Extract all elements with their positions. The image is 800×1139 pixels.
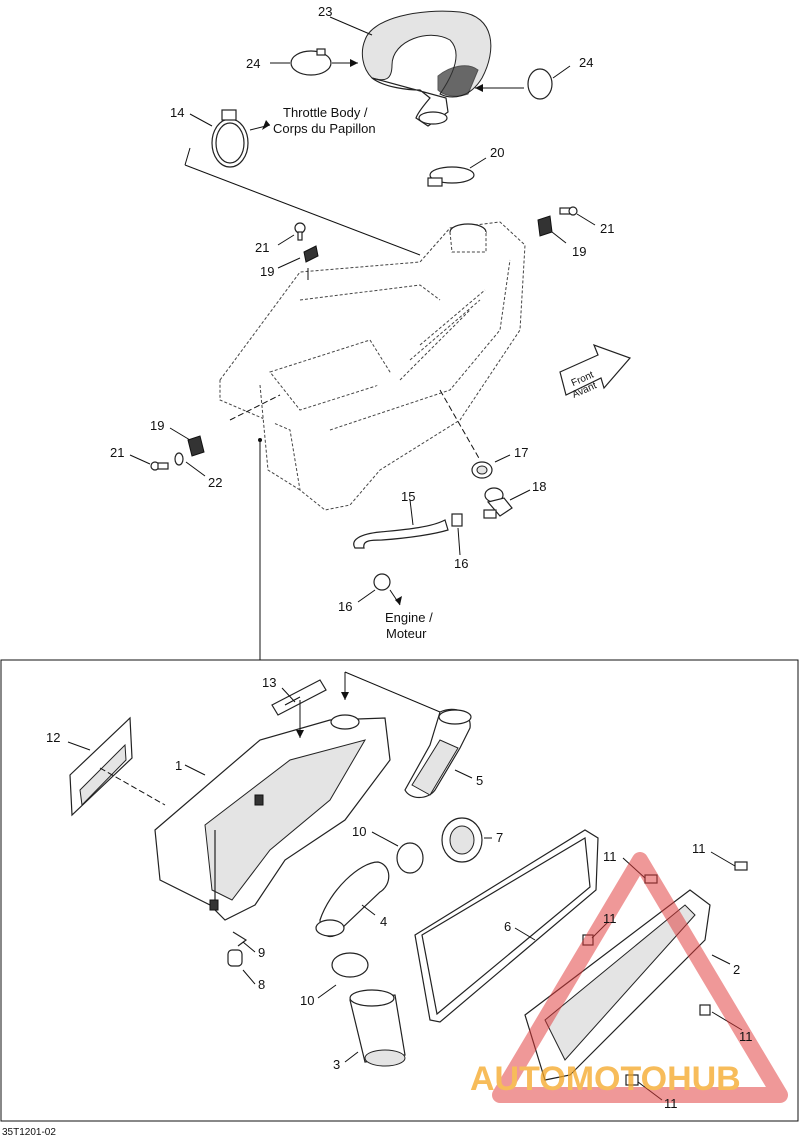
watermark: AUTOMOTOHUB [470, 852, 788, 1103]
part-19-nut-upper-left [303, 245, 319, 263]
front-direction-arrow: Front Avant [559, 343, 632, 401]
callout-21-upper-left: 21 [255, 240, 269, 255]
callout-24-right: 24 [579, 55, 593, 70]
callout-10-upper: 10 [352, 824, 366, 839]
part-12-plate [69, 716, 133, 817]
callout-11-b: 11 [692, 841, 706, 856]
part-16-clamp-lower [373, 573, 391, 591]
engine-label-line1: Engine / [385, 610, 433, 625]
callout-19-upper-right: 19 [572, 244, 586, 259]
part-6-gasket [414, 829, 599, 1023]
callout-numbers-bottom: 13 12 1 5 10 7 4 9 8 10 3 6 11 11 11 2 1… [46, 675, 753, 1111]
callout-7: 7 [496, 830, 503, 845]
engine-label-line2: Moteur [386, 626, 427, 641]
part-5-tube [404, 708, 472, 799]
figure-code: 35T1201-02 [2, 1127, 56, 1138]
part-18-elbow-fitting [483, 487, 513, 519]
callout-12: 12 [46, 730, 60, 745]
part-13-label [271, 679, 327, 716]
callout-9: 9 [258, 945, 265, 960]
callout-16-lower: 16 [338, 599, 352, 614]
callout-21-lower-left: 21 [110, 445, 124, 460]
part-21-screw-upper-left [294, 222, 306, 241]
part-19-nut-lower-left [187, 435, 205, 457]
watermark-triangle-icon [492, 852, 788, 1103]
part-14-clamp [211, 109, 249, 168]
part-23-duct [361, 10, 492, 127]
callout-18: 18 [532, 479, 546, 494]
callout-19-lower-left: 19 [150, 418, 164, 433]
part-10-clamp-upper [396, 842, 424, 874]
part-9-clip [232, 931, 248, 947]
callout-numbers-top: 23 24 24 14 20 21 19 21 19 19 21 22 17 1… [110, 4, 614, 614]
callout-20: 20 [490, 145, 504, 160]
throttle-label-line1: Throttle Body / [283, 105, 368, 120]
part-15-drain-hose [353, 519, 449, 549]
callout-1: 1 [175, 758, 182, 773]
callout-4: 4 [380, 914, 387, 929]
leader-lines-bottom [67, 671, 743, 1101]
part-20-clamp [427, 166, 475, 187]
part-16-clamp-upper [451, 513, 463, 527]
leader-lines-top [129, 16, 596, 660]
part-7-coupler [441, 817, 483, 863]
part-19-nut-upper-right [537, 215, 553, 237]
part-24-clamp-left [290, 48, 332, 76]
part-4-duct [315, 861, 390, 938]
watermark-text: AUTOMOTOHUB [470, 1060, 741, 1098]
part-10-clamp-lower [331, 952, 369, 978]
callout-23: 23 [318, 4, 332, 19]
callout-24-left: 24 [246, 56, 260, 71]
part-3-filter [349, 989, 406, 1067]
part-2-cover [524, 889, 711, 1081]
part-11-clip-b [734, 861, 748, 871]
location-labels: Throttle Body / Corps du Papillon Engine… [273, 105, 433, 641]
part-24-clamp-right [527, 68, 553, 100]
throttle-label-line2: Corps du Papillon [273, 121, 376, 136]
callout-8: 8 [258, 977, 265, 992]
callout-13: 13 [262, 675, 276, 690]
callout-2: 2 [733, 962, 740, 977]
callout-15: 15 [401, 489, 415, 504]
part-8-grommet [227, 949, 243, 967]
callout-22: 22 [208, 475, 222, 490]
part-21-screw-upper-right [559, 206, 578, 216]
callout-11-c: 11 [603, 911, 617, 926]
callout-16-upper: 16 [454, 556, 468, 571]
callout-19-upper-left: 19 [260, 264, 274, 279]
callout-14: 14 [170, 105, 184, 120]
part-17-grommet [471, 461, 493, 479]
callout-6: 6 [504, 919, 511, 934]
part-11-clip-d [699, 1004, 711, 1016]
callout-17: 17 [514, 445, 528, 460]
part-22-washer [174, 452, 184, 466]
callout-11-e: 11 [664, 1096, 678, 1111]
airbox-assembly-outline [219, 221, 526, 511]
part-1-airbox-housing [154, 714, 391, 921]
part-11-clip-e [625, 1074, 639, 1086]
callout-10-lower: 10 [300, 993, 314, 1008]
callout-21-upper-right: 21 [600, 221, 614, 236]
detail-frame [0, 659, 799, 1122]
callout-11-d: 11 [739, 1029, 753, 1044]
part-21-screw-lower-left [150, 461, 169, 471]
callout-11-a: 11 [603, 849, 617, 864]
callout-3: 3 [333, 1057, 340, 1072]
callout-5: 5 [476, 773, 483, 788]
